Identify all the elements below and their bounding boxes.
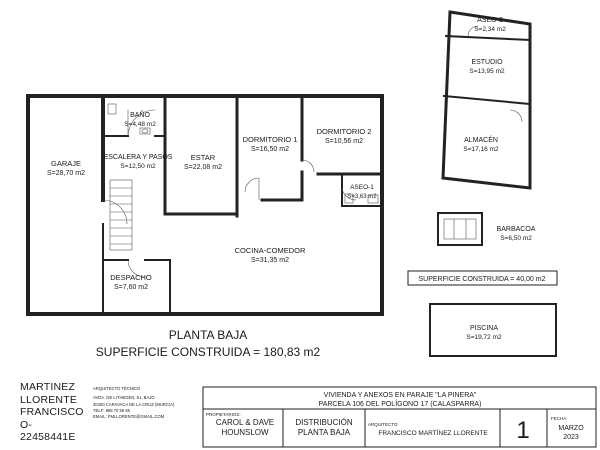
room-dormitorio1-area: S=16,50 m2 xyxy=(251,146,289,153)
room-estudio-area: S=13,95 m2 xyxy=(469,68,505,75)
title-block xyxy=(202,386,597,448)
architect-address-3: TELF: 968 70 56 65 xyxy=(93,407,131,413)
room-aseo1-area: S=3,63 m2 xyxy=(347,194,377,200)
plan-surface: SUPERFICIE CONSTRUIDA = 180,83 m2 xyxy=(96,345,321,359)
date-label: FECHA: xyxy=(551,416,568,421)
annex-walls xyxy=(441,10,532,190)
room-dormitorio2-area: S=10,56 m2 xyxy=(325,138,363,145)
architect-name-line-4: O- xyxy=(20,418,33,431)
piscina-name: PISCINA xyxy=(470,325,498,332)
room-escalera-area: S=12,50 m2 xyxy=(120,163,156,170)
annex-surface: SUPERFICIE CONSTRUIDA = 40,00 m2 xyxy=(418,276,545,283)
room-garaje-name: GARAJE xyxy=(51,159,81,168)
annex-labels: ASEO-2 S=2,34 m2 ESTUDIO S=13,95 m2 ALMA… xyxy=(463,17,506,153)
date-value: MARZO 2023 xyxy=(558,425,584,441)
architect-name-line-2: LLORENTE xyxy=(20,393,78,406)
room-dormitorio2-name: DORMITORIO 2 xyxy=(317,127,372,136)
room-cocina-area: S=31,35 m2 xyxy=(251,257,289,264)
owners-label: PROPIETARIOS: xyxy=(206,412,241,417)
sheet-number: 1 xyxy=(516,417,529,444)
room-bano-area: S=4,48 m2 xyxy=(124,121,156,128)
room-labels: GARAJE S=28,70 m2 BAÑO S=4,48 m2 ESCALER… xyxy=(47,110,377,291)
room-estudio-name: ESTUDIO xyxy=(471,59,503,66)
room-garaje-area: S=28,70 m2 xyxy=(47,170,85,177)
room-estar-name: ESTAR xyxy=(191,153,216,162)
architect-address-4: EMAIL: FMLLORENTE@GMAIL.COM xyxy=(93,414,165,420)
room-aseo2-name: ASEO-2 xyxy=(477,17,503,24)
piscina-area: S=19,72 m2 xyxy=(466,334,502,341)
staircase xyxy=(109,179,133,251)
architect-address-2: 30400 CARAVACA DE LA CRUZ (MURCIA) xyxy=(93,401,175,407)
architect-name-line-3: FRANCISCO xyxy=(20,406,84,418)
room-almacen-name: ALMACÉN xyxy=(464,135,498,144)
room-aseo1-name: ASEO-1 xyxy=(350,184,374,191)
sanitary-fixtures xyxy=(107,103,379,204)
project-line1: VIVIENDA Y ANEXOS EN PARAJE "LA PINERA" xyxy=(324,392,477,399)
barbacoa: BARBACOA S=6,50 m2 xyxy=(437,212,536,246)
barbacoa-name: BARBACOA xyxy=(497,226,536,233)
architect-contact-block: ARQUITECTO TÉCNICO AVDA. DE LITHEGEN, 51… xyxy=(93,386,174,420)
room-despacho-name: DESPACHO xyxy=(110,273,152,282)
room-aseo2-area: S=2,34 m2 xyxy=(474,26,506,33)
architect-name-line-5: 22458441E xyxy=(20,431,76,443)
architect-role: ARQUITECTO TÉCNICO xyxy=(93,386,141,391)
architect-value: FRANCISCO MARTÍNEZ LLORENTE xyxy=(378,430,488,437)
room-cocina-name: COCINA-COMEDOR xyxy=(235,246,306,255)
plan-title: PLANTA BAJA xyxy=(169,328,247,342)
owners-value: CAROL & DAVE HOUNSLOW xyxy=(215,418,275,437)
drawing-value: DISTRIBUCIÓN PLANTA BAJA xyxy=(295,418,353,437)
room-dormitorio1-name: DORMITORIO 1 xyxy=(243,135,298,144)
room-almacen-area: S=17,16 m2 xyxy=(463,146,499,153)
main-house-walls xyxy=(26,94,384,316)
room-estar-area: S=22,08 m2 xyxy=(184,164,222,171)
architect-address-1: AVDA. DE LITHEGEN, 51, BAJO xyxy=(93,395,155,401)
piscina: PISCINA S=19,72 m2 xyxy=(429,303,557,357)
project-line2: PARCELA 106 DEL POLÍGONO 17 (CALASPARRA) xyxy=(319,399,482,408)
room-despacho-area: S=7,60 m2 xyxy=(114,284,148,291)
architect-label: ARQUITECTO: xyxy=(368,422,399,427)
room-bano-name: BAÑO xyxy=(130,110,150,119)
room-escalera-name: ESCALERA Y PASOS xyxy=(104,154,173,161)
barbacoa-area: S=6,50 m2 xyxy=(500,235,532,242)
architect-name-block: MARTINEZ LLORENTE FRANCISCO O- 22458441E xyxy=(20,381,84,444)
architect-name-line-1: MARTINEZ xyxy=(20,381,76,393)
